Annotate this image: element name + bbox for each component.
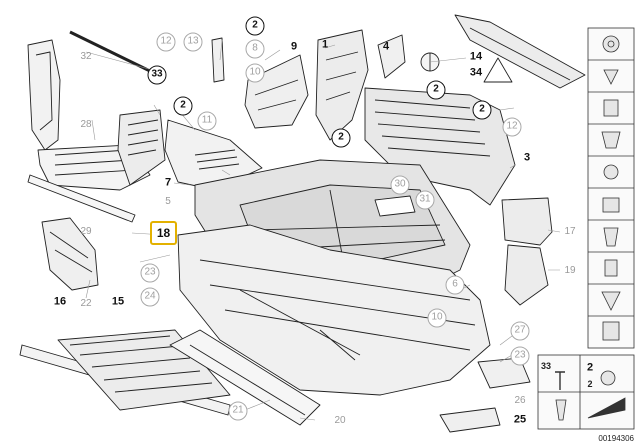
circled-callout-21[interactable]: 21 [228,401,248,421]
callout-7[interactable]: 7 [164,176,172,189]
circled-callout-2-d[interactable]: 2 [426,80,446,100]
circled-callout-24[interactable]: 24 [140,287,160,307]
callout-25[interactable]: 25 [513,413,527,426]
circled-callout-31[interactable]: 31 [415,190,435,210]
circled-callout-23-a[interactable]: 23 [140,263,160,283]
circled-callout-8[interactable]: 8 [245,39,265,59]
circled-callout-2-a[interactable]: 2 [245,16,265,36]
callout-5[interactable]: 5 [165,196,171,207]
catalog-number: 00194306 [598,434,634,443]
part-8-clip [211,37,225,83]
callout-20[interactable]: 20 [334,415,346,426]
part-18-shield [177,224,491,396]
circled-callout-30[interactable]: 30 [390,175,410,195]
circled-callout-2-e[interactable]: 2 [472,100,492,120]
circled-callout-2-b[interactable]: 2 [173,96,193,116]
callout-16[interactable]: 16 [53,295,67,308]
circled-callout-33[interactable]: 33 [147,65,167,85]
part-14-bar [454,14,586,89]
circled-callout-10[interactable]: 10 [245,63,265,83]
part-9-bracket [244,54,309,129]
callout-19[interactable]: 19 [564,265,576,276]
panel-label-33: 33 [540,361,552,371]
circled-callout-12[interactable]: 12 [156,32,176,52]
callout-2-panel[interactable]: 2 [586,361,594,374]
part-17-bracket [501,197,553,246]
callout-4[interactable]: 4 [382,40,390,53]
callout-17[interactable]: 17 [564,226,576,237]
circled-callout-11[interactable]: 11 [197,111,217,131]
circled-callout-6[interactable]: 6 [445,275,465,295]
circled-callout-10-b[interactable]: 10 [427,308,447,328]
circled-callout-27[interactable]: 27 [510,321,530,341]
highlighted-part-18[interactable]: 18 [150,221,177,245]
circled-callout-13[interactable]: 13 [183,32,203,52]
part-19-bracket [504,244,549,306]
circled-callout-2-c[interactable]: 2 [331,128,351,148]
circled-callout-12-b[interactable]: 12 [502,117,522,137]
part-4-cover [377,34,406,79]
callout-15[interactable]: 15 [111,295,125,308]
part-23-bracket [477,357,531,389]
hardware-panel [537,27,635,430]
callout-28[interactable]: 28 [80,119,92,130]
callout-29[interactable]: 29 [80,226,92,237]
panel-label-2: 2 [587,379,593,389]
callout-32[interactable]: 32 [80,51,92,62]
callout-14[interactable]: 14 [469,50,483,63]
part-1-duct [315,29,369,141]
callout-26[interactable]: 26 [514,395,526,406]
part-28-vent [117,109,166,186]
part-29-strip [27,174,136,223]
callout-1[interactable]: 1 [321,38,329,51]
callout-22[interactable]: 22 [80,298,92,309]
part-28-duct [27,39,61,151]
warning-sign [483,57,513,83]
part-26-piece [439,407,501,433]
callout-9[interactable]: 9 [290,40,298,53]
callout-34[interactable]: 34 [469,66,483,79]
circled-callout-23-b[interactable]: 23 [510,346,530,366]
callout-3[interactable]: 3 [523,151,531,164]
part-32-rod [69,30,153,74]
